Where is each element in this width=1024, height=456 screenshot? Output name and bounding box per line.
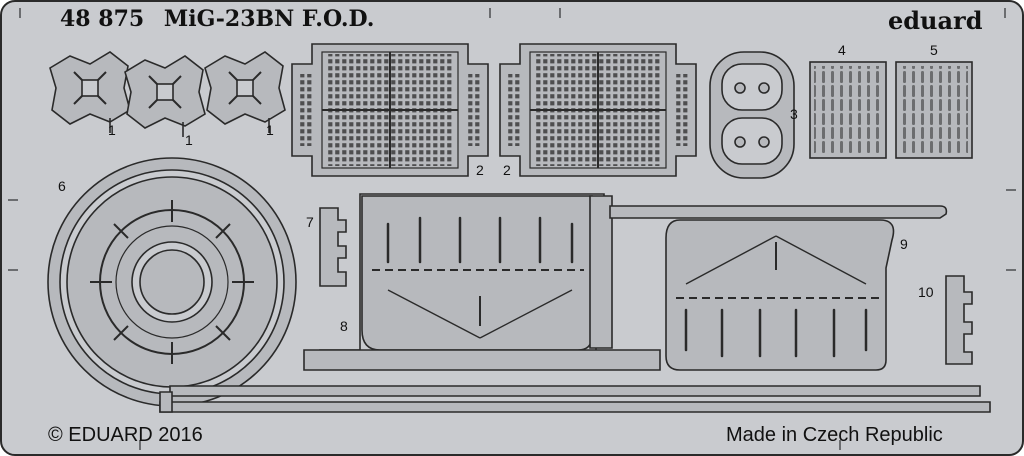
part-number-2a: 2	[476, 162, 484, 178]
part-9-cover	[609, 205, 948, 371]
copyright-text: © EDUARD 2016	[48, 424, 203, 446]
sheet-code: 48 875	[60, 6, 145, 32]
part-1-intake-blocker	[49, 51, 286, 137]
part-number-1a: 1	[108, 122, 116, 138]
border-marks	[8, 8, 1016, 450]
part-6-round-cover	[47, 157, 297, 407]
part-number-2b: 2	[503, 162, 511, 178]
part-3-double-plate	[709, 51, 795, 179]
part-4-grille	[809, 61, 887, 159]
part-number-10: 10	[918, 284, 934, 300]
sprue-frame	[159, 193, 991, 413]
part-number-1b: 1	[185, 132, 193, 148]
part-number-6: 6	[58, 178, 66, 194]
origin-text: Made in Czech Republic	[726, 424, 943, 446]
brand-logo: eduard	[888, 6, 983, 35]
part-10-tab-strip	[945, 275, 973, 365]
part-8-cover	[361, 195, 593, 351]
part-number-1c: 1	[266, 122, 274, 138]
part-7-tab-strip	[319, 207, 347, 287]
part-number-3: 3	[790, 106, 798, 122]
part-5-grille	[895, 61, 973, 159]
part-number-9: 9	[900, 236, 908, 252]
part-number-4: 4	[838, 42, 846, 58]
sheet-product: MiG-23BN F.O.D.	[163, 6, 375, 32]
part-number-5: 5	[930, 42, 938, 58]
part-2-mesh-screen	[291, 43, 697, 177]
part-number-8: 8	[340, 318, 348, 334]
part-number-7: 7	[306, 214, 314, 230]
